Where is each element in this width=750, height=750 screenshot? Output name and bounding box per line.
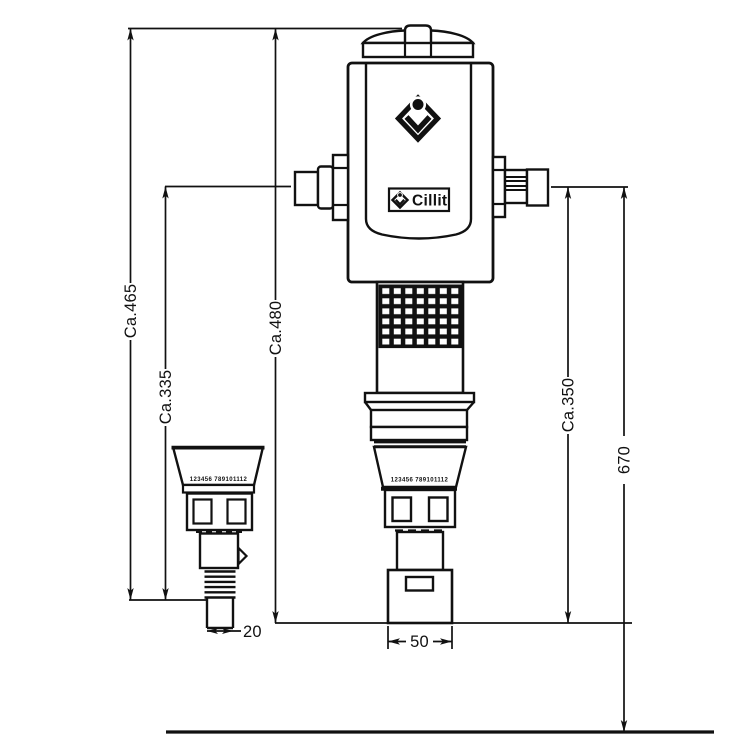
dim-label-670: 670 bbox=[616, 446, 634, 474]
dim-label-ca350: Ca.350 bbox=[560, 378, 578, 432]
hose-barb bbox=[204, 570, 236, 599]
cillit-diamond-logo-icon bbox=[394, 94, 442, 143]
brand-label-diamond-icon bbox=[390, 190, 410, 210]
bottom-connector bbox=[383, 488, 457, 625]
cone-scale-numbers: 123456 789101112 bbox=[391, 478, 449, 484]
dimension-labels: Ca.465 Ca.335 Ca.480 Ca.350 670 50 20 bbox=[121, 283, 634, 651]
dimension-arrowheads bbox=[127, 28, 628, 732]
left-inlet-port bbox=[293, 153, 350, 222]
brand-label: Cillit bbox=[412, 193, 447, 210]
dim-label-ca480: Ca.480 bbox=[267, 301, 285, 355]
dim-label-ca465: Ca.465 bbox=[122, 284, 140, 338]
drain-adapter-unit: 123456 789101112 bbox=[171, 445, 265, 630]
dim-label-20: 20 bbox=[243, 623, 262, 641]
dim-label-50: 50 bbox=[410, 633, 429, 651]
graduated-cone: 123456 789101112 bbox=[372, 445, 468, 491]
bottom-housing-window bbox=[404, 575, 435, 592]
filter-bowl bbox=[363, 280, 476, 449]
filter-head bbox=[346, 61, 495, 284]
drain-pipe bbox=[205, 597, 235, 630]
flow-direction-pointer bbox=[237, 545, 249, 567]
brand-label-plate: Cillit bbox=[387, 187, 451, 213]
filter-cap bbox=[360, 24, 476, 59]
right-outlet-port bbox=[491, 155, 550, 219]
cap-knob bbox=[403, 24, 433, 43]
adapter-body bbox=[198, 532, 240, 570]
small-dimension-arrowheads bbox=[207, 628, 452, 645]
funnel-scale-numbers: 123456 789101112 bbox=[190, 477, 248, 483]
main-filter-unit: Cillit bbox=[293, 24, 550, 625]
dim-label-ca335: Ca.335 bbox=[157, 370, 175, 424]
strainer-mesh bbox=[378, 284, 463, 349]
head-front-panel bbox=[364, 63, 473, 240]
